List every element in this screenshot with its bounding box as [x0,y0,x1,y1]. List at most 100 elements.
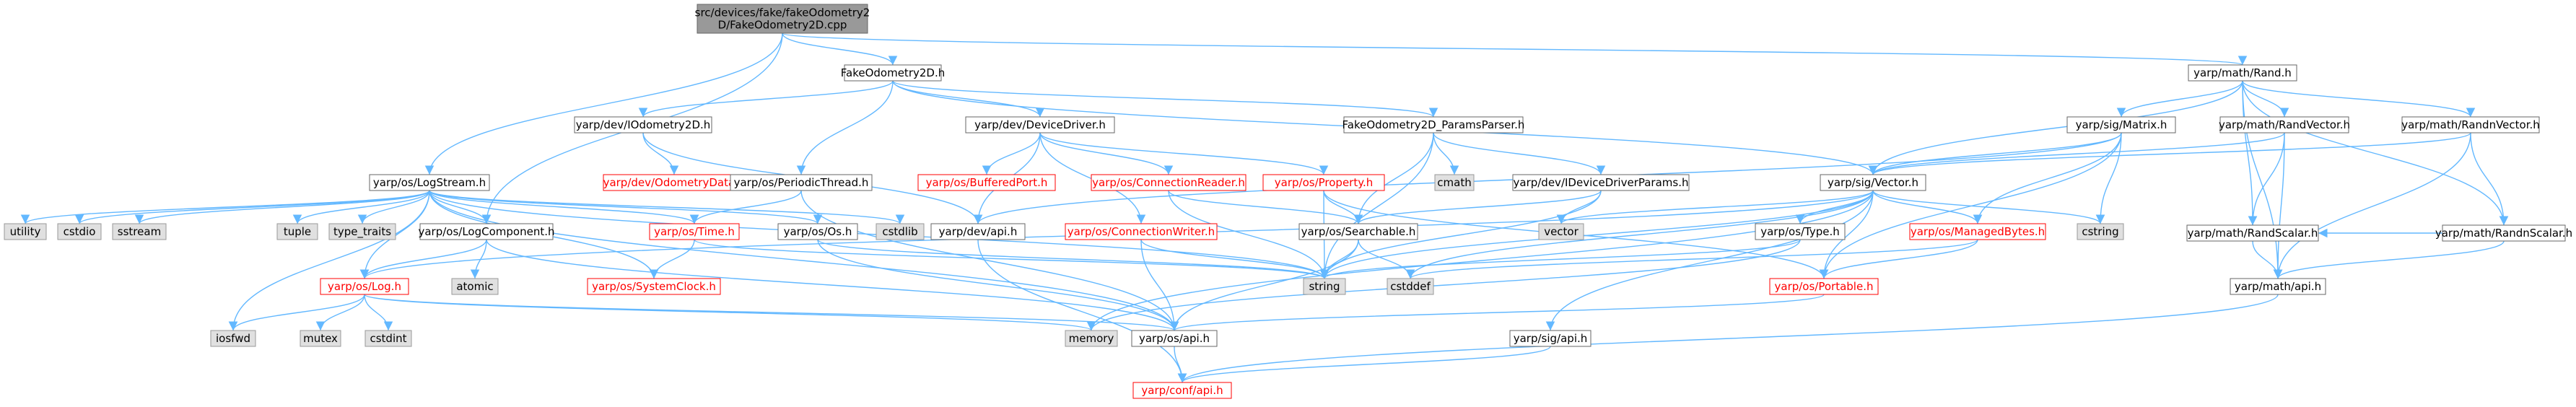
edge-fake_odometry_h-to-params_parser [892,80,1438,118]
edge-params_parser-to-string [1319,132,1434,279]
node-portable[interactable]: yarp/os/Portable.h [1769,278,1879,295]
edge-root-to-fake_odometry_h [782,32,898,66]
node-math-rand[interactable]: yarp/math/Rand.h [2188,64,2297,82]
edge-os_log-to-cstdint [364,294,393,331]
node-connection-writer[interactable]: yarp/os/ConnectionWriter.h [1065,223,1218,240]
node-label: yarp/dev/IDeviceDriverParams.h [1514,176,1689,189]
node-box [4,223,47,240]
node-system-clock[interactable]: yarp/os/SystemClock.h [587,278,721,295]
node-box [1298,223,1418,240]
node-params-parser[interactable]: FakeOdometry2D_ParamsParser.h [1342,116,1525,134]
node-box [320,278,409,295]
node-label: yarp/sig/Matrix.h [2076,118,2167,131]
node-box [2401,116,2540,134]
node-layer: src/devices/fake/fakeOdometry2D/FakeOdom… [4,4,2572,399]
edge-layer [21,32,2509,383]
edge-idevice_driver_params-to-searchable [1353,190,1602,224]
node-cstdio: cstdio [57,223,102,240]
node-box [1538,223,1584,240]
node-randn-vector[interactable]: yarp/math/RandnVector.h [2401,116,2540,134]
edge-os_os-to-os_api [817,239,1179,331]
node-connection-reader[interactable]: yarp/os/ConnectionReader.h [1091,174,1246,191]
node-property[interactable]: yarp/os/Property.h [1262,174,1385,191]
node-periodic-thread[interactable]: yarp/os/PeriodicThread.h [730,174,873,191]
edge-randn_vector-to-math_api [2273,132,2471,279]
node-box [419,223,554,240]
node-label: yarp/os/ManagedBytes.h [1911,225,2045,238]
node-log-component[interactable]: yarp/os/LogComponent.h [418,223,555,240]
node-box [1512,174,1690,191]
node-box [300,330,341,347]
node-mutex: mutex [300,330,341,347]
node-label: sstream [118,225,161,238]
node-math-api[interactable]: yarp/math/api.h [2230,278,2326,295]
node-label: yarp/os/PeriodicThread.h [734,176,869,189]
edge-sig_vector-to-string [1319,190,1874,279]
edge-log_stream-to-os_api [429,190,1179,331]
node-os-api[interactable]: yarp/os/api.h [1131,330,1218,347]
edge-os_log-to-memory [364,294,1096,331]
node-iodometry2d[interactable]: yarp/dev/IOdometry2D.h [574,116,712,134]
node-atomic: atomic [451,278,499,295]
node-conf-api[interactable]: yarp/conf/api.h [1132,382,1232,399]
node-box [2442,224,2566,242]
node-type-traits: type_traits [328,223,396,240]
node-managed-bytes[interactable]: yarp/os/ManagedBytes.h [1909,223,2046,240]
edge-log_component-to-os_log [359,239,487,279]
node-randn-scalar[interactable]: yarp/math/RandnScalar.h [2435,224,2572,242]
edge-log_stream-to-cstdlib [429,190,904,224]
edge-managed_bytes-to-portable [1819,239,1978,279]
node-os-log[interactable]: yarp/os/Log.h [320,278,409,295]
edge-root-to-math_rand [782,32,2247,66]
node-label: src/devices/fake/fakeOdometry2 [695,6,870,19]
edge-math_rand-to-randn_vector [2242,80,2476,118]
edge-params_parser-to-idevice_driver_params [1433,132,1606,175]
node-dev-api[interactable]: yarp/dev/api.h [930,223,1026,240]
edge-os_log-to-os_api [364,294,1179,331]
node-idevice-driver-params[interactable]: yarp/dev/IDeviceDriverParams.h [1512,174,1690,191]
edge-fake_odometry_h-to-periodic_thread [796,80,894,175]
node-rand-vector[interactable]: yarp/math/RandVector.h [2219,116,2350,134]
node-box [1091,174,1246,191]
edge-log_stream-to-iosfwd [228,190,430,331]
node-rand-scalar[interactable]: yarp/math/RandScalar.h [2186,224,2319,242]
node-box [1820,174,1926,191]
node-box [112,223,167,240]
node-os-os[interactable]: yarp/os/Os.h [777,223,858,240]
edge-os_time-to-system_clock [649,239,695,279]
node-box [649,223,740,240]
node-box [1387,278,1434,295]
node-box [276,223,318,240]
node-buffered-port[interactable]: yarp/os/BufferedPort.h [917,174,1056,191]
node-label: yarp/dev/api.h [939,225,1018,238]
node-box [2066,116,2176,134]
node-box [1509,330,1592,347]
edge-os_api-to-conf_api [1174,346,1187,383]
node-cmath: cmath [1434,174,1475,191]
node-sig-matrix[interactable]: yarp/sig/Matrix.h [2066,116,2176,134]
edge-rand_vector-to-rand_scalar [2248,132,2285,226]
edge-log_stream-to-cstdio [74,190,430,224]
edge-math_rand-to-sig_vector [1868,80,2243,175]
node-box [777,223,858,240]
node-log-stream[interactable]: yarp/os/LogStream.h [369,174,490,191]
node-os-time[interactable]: yarp/os/Time.h [649,223,740,240]
node-odometry-data[interactable]: yarp/dev/OdometryData.h [603,174,746,191]
edge-log_stream-to-type_traits [357,190,430,224]
node-root[interactable]: src/devices/fake/fakeOdometry2D/FakeOdom… [695,4,870,34]
node-label: cstdlib [882,225,917,238]
node-sig-vector[interactable]: yarp/sig/Vector.h [1820,174,1926,191]
edge-log_stream-to-utility [21,190,430,224]
node-box [1303,278,1346,295]
node-label: cmath [1437,176,1471,189]
node-box [2230,278,2326,295]
node-device-driver[interactable]: yarp/dev/DeviceDriver.h [965,116,1115,134]
edge-log_stream-to-log_component [429,190,492,224]
node-searchable[interactable]: yarp/os/Searchable.h [1298,223,1418,240]
node-sig-api[interactable]: yarp/sig/api.h [1509,330,1592,347]
node-label: mutex [303,332,338,345]
node-os-type[interactable]: yarp/os/Type.h [1755,223,1846,240]
edge-math_rand-to-randn_scalar [2242,80,2509,226]
node-string: string [1303,278,1346,295]
node-fake-odometry-h[interactable]: FakeOdometry2D.h [841,64,945,82]
